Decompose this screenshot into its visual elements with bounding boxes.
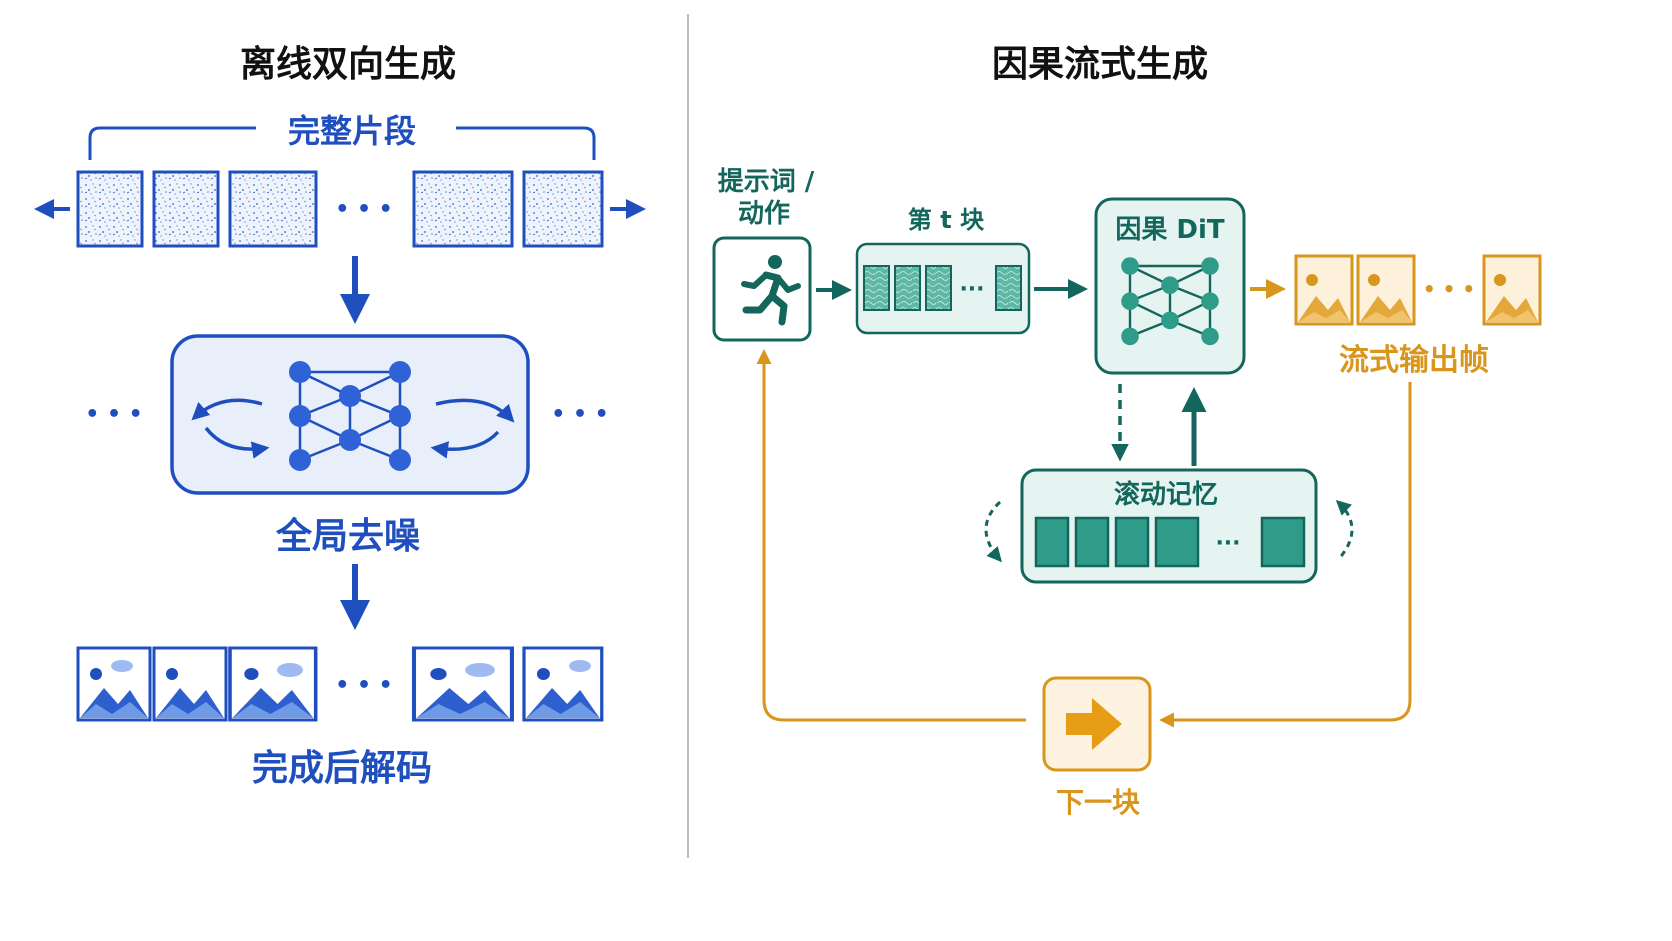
cycle-arrows-icon — [984, 499, 1354, 563]
output-to-next-path — [1159, 382, 1412, 728]
image-icon — [522, 646, 604, 722]
running-person-icon — [741, 255, 801, 326]
output-ellipsis: • • • — [1423, 277, 1475, 301]
output-label: 流式输出帧 — [1339, 343, 1489, 378]
image-icon — [152, 646, 228, 722]
side-ellipsis-left: • • • — [85, 402, 143, 427]
next-chunk-label: 下一块 — [1056, 786, 1140, 819]
global-denoise-label: 全局去噪 — [275, 515, 420, 557]
noisy-frame — [522, 170, 604, 248]
causal-dit-label: 因果 DiT — [1115, 215, 1225, 245]
cycle-arrows-icon — [191, 398, 515, 459]
chunk-label: 第 t 块 — [908, 206, 984, 234]
prompt-label-line1: 提示词 / — [718, 167, 815, 197]
neural-network-icon — [1121, 257, 1219, 346]
right-arrow-icon — [1066, 698, 1122, 750]
image-icon — [228, 646, 318, 722]
prompt-label-line2: 动作 — [738, 199, 790, 229]
image-icon — [1356, 254, 1416, 326]
chunk-frame — [894, 265, 921, 311]
image-icon — [414, 648, 512, 720]
full-clip-label: 完整片段 — [288, 112, 416, 150]
chunk-ellipsis: ··· — [959, 277, 984, 302]
memory-slot — [1154, 516, 1200, 568]
image-icon — [1482, 254, 1542, 326]
right-title: 因果流式生成 — [992, 44, 1208, 85]
noisy-frame — [412, 170, 514, 248]
image-icon — [1294, 254, 1354, 326]
left-panel: 离线双向生成 完整片段 • • • • • • • • • — [34, 44, 646, 789]
decoded-frames: • • • — [76, 646, 604, 722]
chunk-frame — [995, 265, 1022, 311]
next-to-prompt-path — [756, 349, 1026, 722]
image-icon — [76, 646, 152, 722]
noisy-frames: • • • — [76, 170, 604, 248]
memory-slot — [1114, 516, 1150, 568]
memory-ellipsis: ··· — [1215, 531, 1240, 556]
chunk-frame — [863, 265, 890, 311]
memory-slot — [1074, 516, 1110, 568]
noisy-frame — [152, 170, 220, 248]
noisy-frames-ellipsis: • • • — [335, 197, 393, 222]
noisy-frame — [76, 170, 144, 248]
right-panel: 因果流式生成 提示词 / 动作 第 t 块 ··· 因果 DiT — [712, 44, 1542, 819]
noisy-frame — [228, 170, 318, 248]
output-frames: • • • — [1294, 254, 1542, 326]
decode-label: 完成后解码 — [252, 748, 432, 789]
rolling-memory-label: 滚动记忆 — [1114, 479, 1218, 510]
memory-slot — [1034, 516, 1070, 568]
chunk-frame — [925, 265, 952, 311]
side-ellipsis-right: • • • — [551, 402, 609, 427]
left-title: 离线双向生成 — [240, 44, 456, 85]
decoded-frames-ellipsis: • • • — [335, 673, 393, 698]
full-clip-bracket — [88, 126, 596, 160]
memory-slot — [1260, 516, 1306, 568]
